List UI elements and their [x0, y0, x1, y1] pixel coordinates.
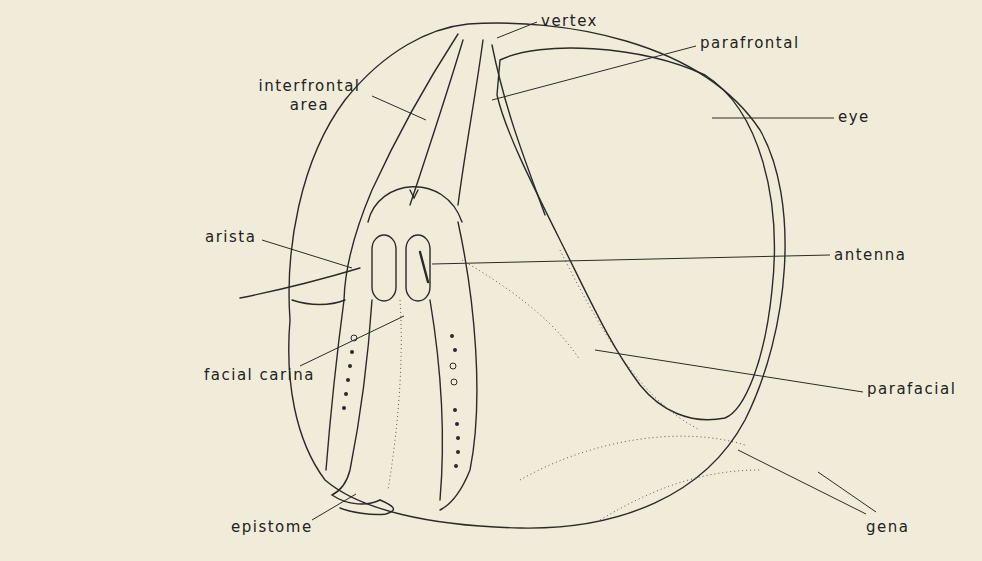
facial-ridge-right	[430, 300, 442, 500]
leader-line	[497, 22, 537, 38]
bristle-rings	[351, 335, 457, 385]
frontal-stripe-right	[458, 40, 483, 205]
leader-line	[492, 46, 696, 100]
left-eye-outline	[344, 34, 458, 300]
shading-line	[560, 250, 700, 430]
part-label: interfrontal area	[242, 77, 377, 115]
shading-line	[520, 436, 745, 480]
bristle-dot	[344, 392, 348, 396]
shading-line	[462, 260, 580, 360]
left-face-edge	[326, 300, 344, 470]
bristle-dot	[455, 422, 459, 426]
frontal-stripe-left	[410, 40, 463, 205]
lunule-arch	[368, 187, 462, 222]
shading-line	[388, 300, 401, 490]
bristle-dot	[453, 348, 457, 352]
head-outline	[289, 23, 785, 528]
part-label: facial carina	[204, 366, 315, 385]
shading-line	[600, 470, 760, 520]
parafacial-ridge	[440, 222, 477, 510]
right-eye-outline	[497, 48, 774, 420]
leader-line	[300, 316, 404, 366]
part-label: parafrontal	[700, 34, 800, 53]
part-label: eye	[838, 108, 870, 127]
part-label: gena	[866, 518, 909, 537]
parafrontal-border	[492, 45, 545, 215]
leader-line	[262, 240, 352, 268]
lunule-mark	[410, 190, 418, 198]
bristle-dot	[456, 436, 460, 440]
leader-lines	[262, 22, 876, 520]
bristle-dot	[456, 450, 460, 454]
bristle-dot	[346, 378, 350, 382]
part-label: arista	[205, 228, 256, 247]
bristle-dots	[342, 334, 460, 468]
bristle-ring	[450, 363, 456, 369]
leader-line	[818, 472, 876, 512]
part-label: epistome	[231, 518, 313, 537]
leader-line	[372, 96, 426, 120]
right-arista	[420, 252, 428, 282]
bristle-dot	[454, 464, 458, 468]
head-outline-group	[240, 23, 785, 528]
leader-line	[312, 494, 356, 520]
part-label: parafacial	[867, 380, 956, 399]
leader-line	[738, 450, 866, 514]
left-eye-lower-edge	[292, 300, 345, 305]
fine-shading	[388, 250, 760, 520]
leader-line	[712, 118, 834, 119]
leader-line	[432, 255, 830, 264]
bristle-dot	[342, 406, 346, 410]
bristle-dot	[453, 408, 457, 412]
part-label: antenna	[834, 246, 907, 265]
leader-line	[595, 350, 863, 392]
bristle-dot	[348, 364, 352, 368]
bristle-dot	[350, 350, 354, 354]
right-antenna	[406, 235, 430, 301]
bristle-ring	[451, 379, 457, 385]
bristle-dot	[450, 334, 454, 338]
epistome-edge	[340, 500, 393, 515]
left-arista	[240, 268, 360, 298]
part-label: vertex	[541, 12, 598, 31]
left-antenna	[372, 235, 396, 301]
